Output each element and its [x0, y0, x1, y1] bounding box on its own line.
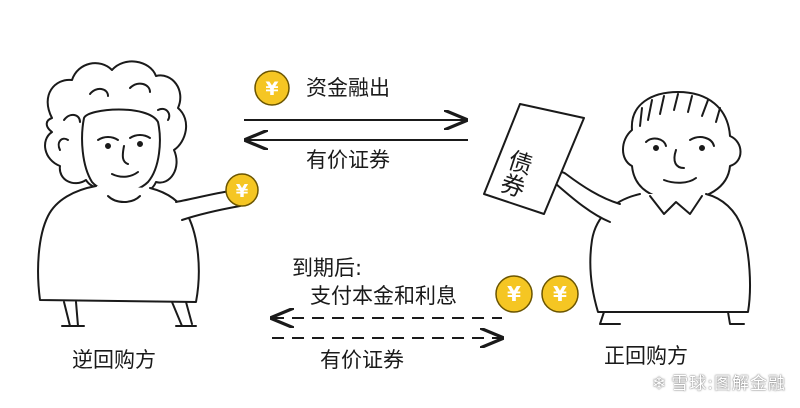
right-person-arm [552, 171, 621, 223]
left-person-body [37, 185, 200, 303]
left-person-hair [44, 60, 188, 194]
top-flow-coin-symbol: ¥ [265, 78, 278, 100]
left-person-figure [37, 60, 246, 327]
left-person-face [81, 108, 161, 194]
right-person-body [589, 193, 751, 313]
watermark-text: 雪球:图解金融 [671, 374, 786, 394]
maturity-heading: 到期后: [292, 256, 363, 280]
repayment-label: 支付本金和利息 [310, 284, 457, 308]
securities-return-label: 有价证券 [320, 348, 404, 372]
left-hand-coin: ¥ [225, 173, 259, 207]
money-out-label: 资金融出 [306, 76, 390, 100]
repo-party-label: 正回购方 [604, 344, 688, 368]
right-person-figure [552, 91, 751, 325]
bottom-flow-coin-2-symbol: ¥ [553, 282, 567, 306]
right-person-head [622, 91, 742, 201]
top-flow-arrows [244, 120, 468, 140]
left-hand-coin-symbol: ¥ [236, 181, 249, 202]
bottom-flow-arrows [272, 318, 502, 338]
bottom-flow-coin-1-symbol: ¥ [507, 282, 521, 306]
bond-document: 债券 [483, 103, 585, 215]
top-flow-coin: ¥ [254, 70, 290, 106]
snowball-logo-icon: ❄ [652, 374, 668, 394]
watermark: ❄雪球:图解金融 [652, 369, 786, 394]
bottom-flow-coins: ¥ ¥ [495, 275, 579, 313]
securities-in-label: 有价证券 [306, 148, 390, 172]
reverse-repo-party-label: 逆回购方 [72, 348, 156, 372]
